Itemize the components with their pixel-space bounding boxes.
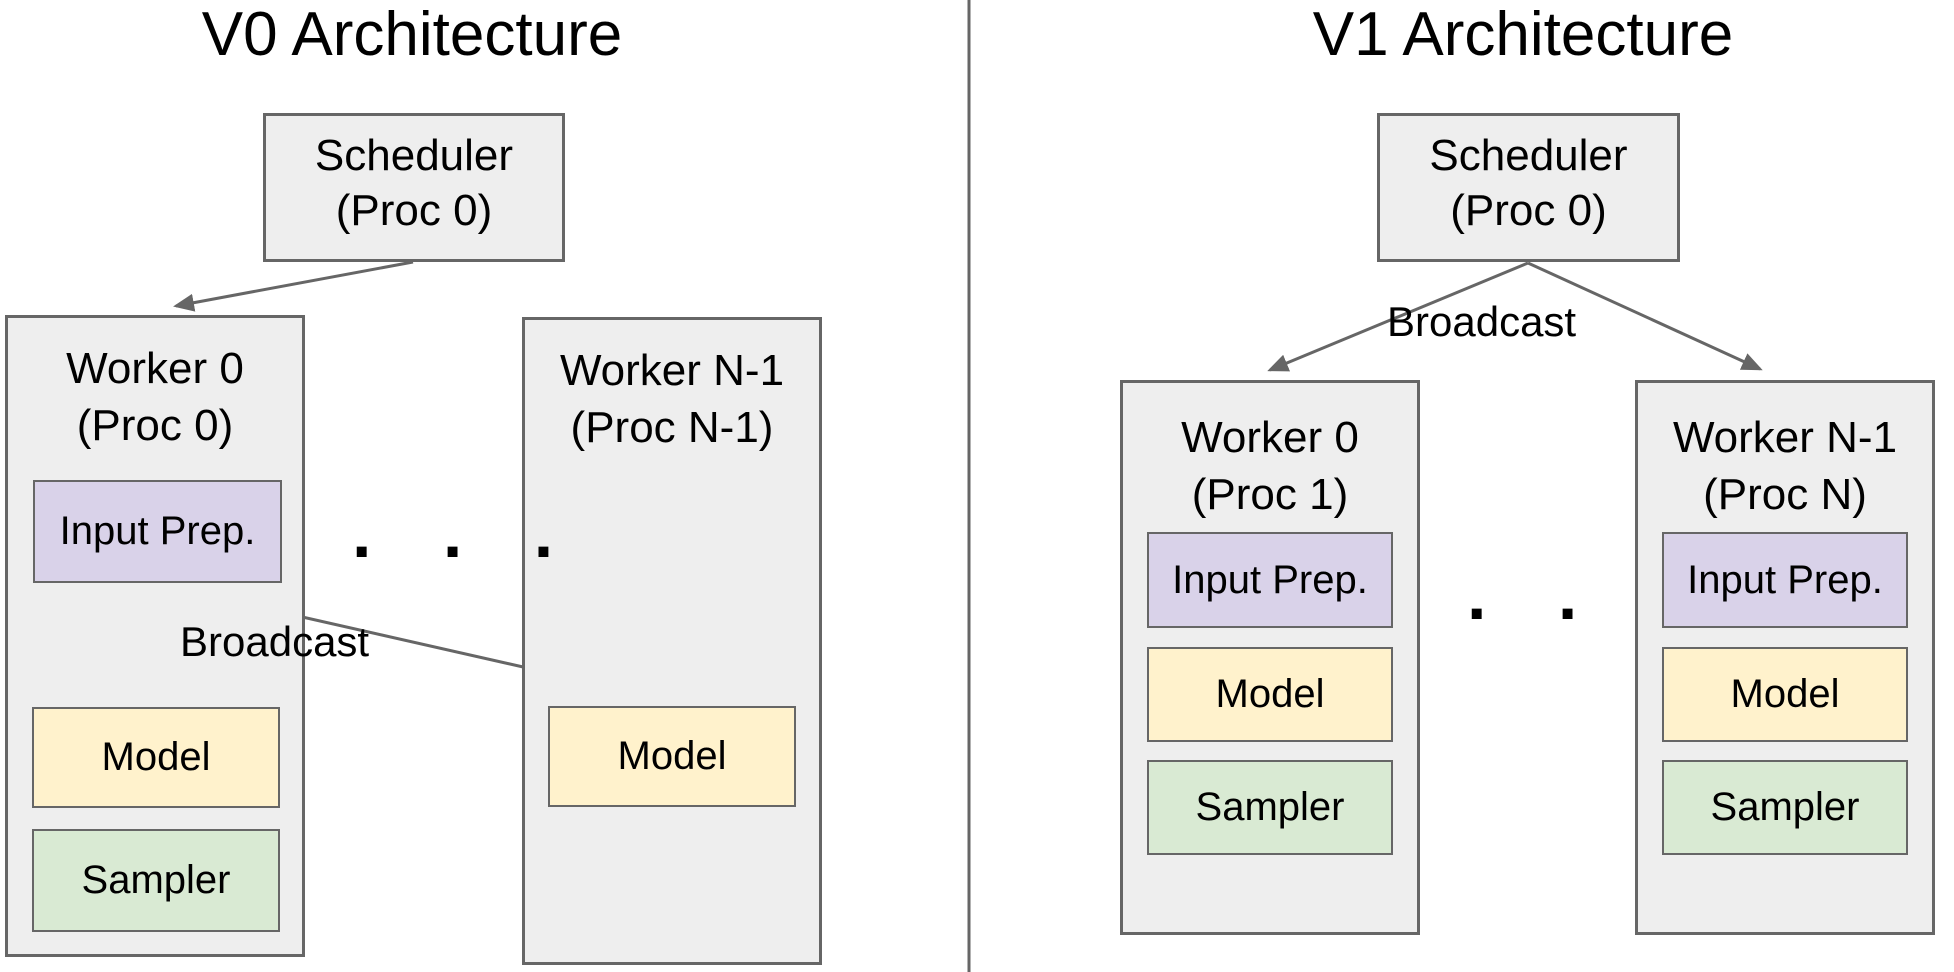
v0-scheduler-proc: (Proc 0) <box>335 186 493 235</box>
v1-workerN-label: Worker N-1 <box>1672 413 1898 462</box>
v0-broadcast-label: Broadcast <box>180 618 370 665</box>
v1-workerN-sampler-box: Sampler <box>1662 760 1908 855</box>
v0-workerN-model-label: Model <box>617 734 727 778</box>
v1-worker0-sampler-label: Sampler <box>1195 785 1345 829</box>
v1-scheduler-box: Scheduler (Proc 0) <box>1377 113 1680 262</box>
v0-scheduler-box: Scheduler (Proc 0) <box>263 113 565 262</box>
v1-workerN-proc: (Proc N) <box>1703 470 1867 520</box>
v1-workerN-model-label: Model <box>1730 672 1840 716</box>
v0-workerN-model-box: Model <box>548 706 796 807</box>
v0-worker0-label: Worker 0 <box>66 344 244 393</box>
v1-worker0-model-label: Model <box>1215 672 1325 716</box>
v0-workerN-proc: (Proc N-1) <box>570 403 774 453</box>
v1-title: V1 Architecture <box>1312 0 1734 69</box>
v0-ellipsis-dots: . . . <box>352 494 580 572</box>
v1-worker0-model-box: Model <box>1147 647 1393 742</box>
v1-scheduler-proc: (Proc 0) <box>1450 186 1607 235</box>
v0-scheduler-label: Scheduler <box>314 131 514 180</box>
v0-workerN-box: Worker N-1 (Proc N-1) Model <box>522 317 822 965</box>
v1-worker0-proc: (Proc 1) <box>1191 470 1349 520</box>
v0-worker0-input-prep-box: Input Prep. <box>33 480 282 583</box>
v0-worker0-sampler-label: Sampler <box>81 858 231 902</box>
v1-ellipsis-dots: . . . <box>1467 556 1695 634</box>
v0-worker0-proc: (Proc 0) <box>76 401 234 451</box>
v0-worker0-sampler-box: Sampler <box>32 829 280 932</box>
v1-broadcast-label: Broadcast <box>1387 298 1577 345</box>
v0-worker0-input-prep-label: Input Prep. <box>59 509 256 553</box>
v0-worker0-box: Worker 0 (Proc 0) Input Prep. Model Samp… <box>5 315 305 957</box>
v0-worker0-model-box: Model <box>32 707 280 808</box>
v1-scheduler-label: Scheduler <box>1429 131 1628 180</box>
v1-worker0-label: Worker 0 <box>1181 413 1359 462</box>
v1-workerN-model-box: Model <box>1662 647 1908 742</box>
v0-workerN-label: Worker N-1 <box>559 346 785 395</box>
v0-title: V0 Architecture <box>201 0 623 69</box>
v1-workerN-sampler-label: Sampler <box>1710 785 1860 829</box>
v1-workerN-box: Worker N-1 (Proc N) Input Prep. Model Sa… <box>1635 380 1935 935</box>
v1-workerN-input-prep-box: Input Prep. <box>1662 532 1908 628</box>
v0-worker0-model-label: Model <box>101 735 211 779</box>
v0-scheduler-to-worker0-arrow <box>173 260 414 312</box>
v1-worker0-box: Worker 0 (Proc 1) Input Prep. Model Samp… <box>1120 380 1420 935</box>
v1-worker0-input-prep-box: Input Prep. <box>1147 532 1393 628</box>
v1-worker0-sampler-box: Sampler <box>1147 760 1393 855</box>
v1-workerN-input-prep-label: Input Prep. <box>1687 557 1883 602</box>
v1-worker0-input-prep-label: Input Prep. <box>1172 557 1368 602</box>
